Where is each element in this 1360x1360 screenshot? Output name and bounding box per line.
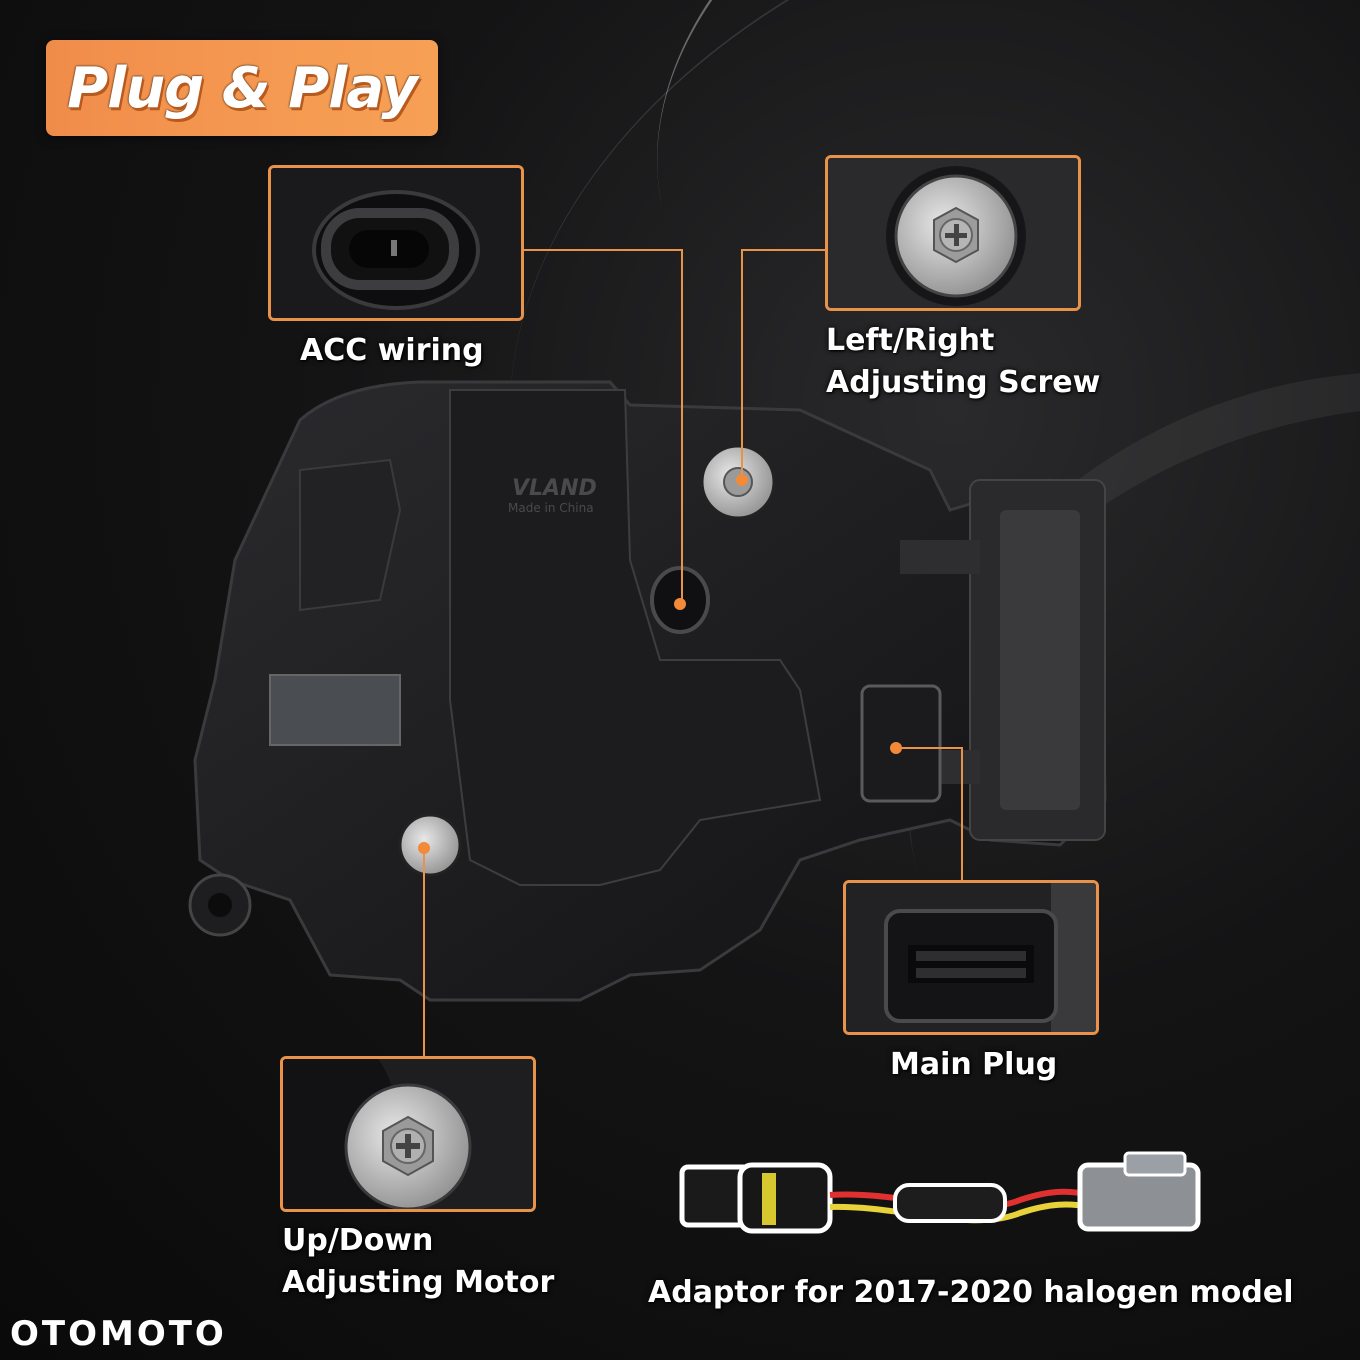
left-right-screw-inset	[825, 155, 1081, 311]
acc-wiring-label: ACC wiring	[300, 333, 484, 368]
housing-brand: VLAND	[512, 476, 597, 501]
acc-wiring-inset	[268, 165, 524, 321]
main-plug-label: Main Plug	[890, 1047, 1058, 1082]
otomoto-watermark: OTOMOTO	[10, 1314, 227, 1354]
up-down-motor-label-line1: Up/Down	[282, 1223, 434, 1258]
main-plug-inset	[843, 880, 1099, 1035]
adaptor-harness	[679, 1151, 1201, 1234]
adaptor-label: Adaptor for 2017-2020 halogen model	[648, 1275, 1294, 1310]
up-down-motor-inset	[280, 1056, 536, 1212]
banner-title: Plug & Play	[67, 55, 418, 121]
left-right-screw-label-line1: Left/Right	[826, 323, 995, 358]
housing-origin: Made in China	[508, 501, 594, 515]
plug-and-play-banner: Plug & Play	[46, 40, 438, 136]
left-right-screw-label-line2: Adjusting Screw	[826, 365, 1101, 400]
up-down-motor-label-line2: Adjusting Motor	[282, 1265, 555, 1300]
